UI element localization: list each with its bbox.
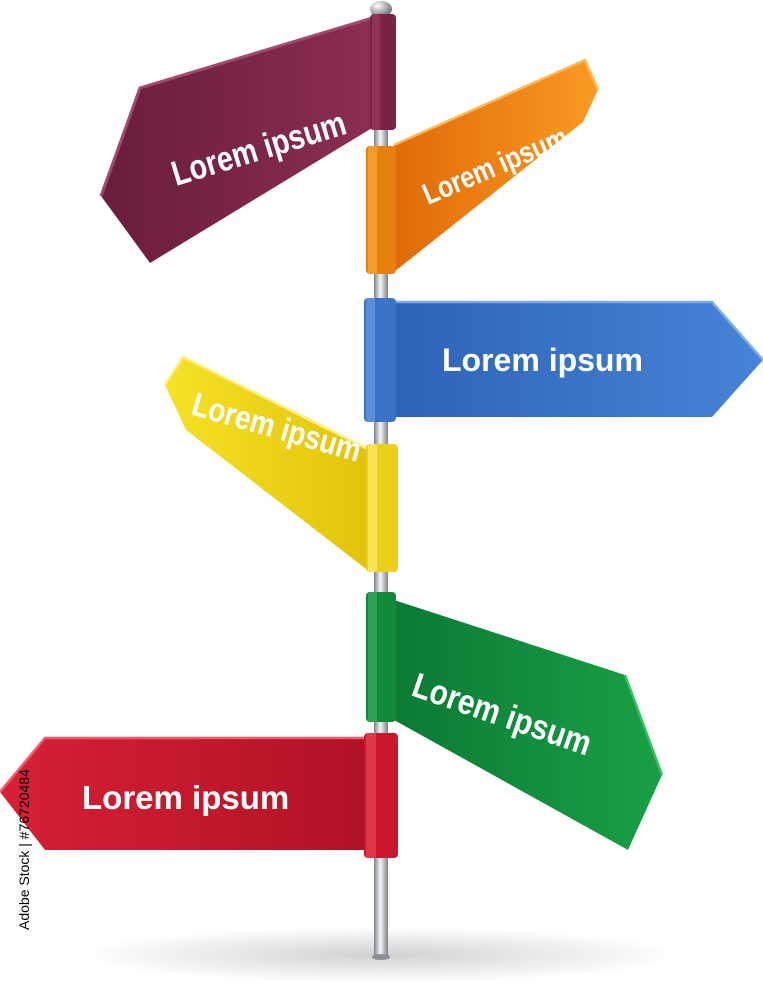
- sign-yellow-left: Lorem ipsum: [163, 355, 398, 572]
- sign-red-left: Lorem ipsum: [0, 733, 398, 858]
- pole-cap: [370, 1, 392, 17]
- sign-orange-right: Lorem ipsum: [366, 58, 600, 274]
- sign-green-right: Lorem ipsum: [366, 592, 664, 850]
- pole-base: [372, 954, 390, 960]
- sign-label: Lorem ipsum: [442, 342, 643, 378]
- sign-blue-right: Lorem ipsum: [364, 298, 763, 422]
- stock-id-text: Adobe Stock | #76720484: [16, 769, 32, 930]
- sign-maroon-left: Lorem ipsum: [99, 14, 396, 263]
- sign-label: Lorem ipsum: [82, 779, 289, 816]
